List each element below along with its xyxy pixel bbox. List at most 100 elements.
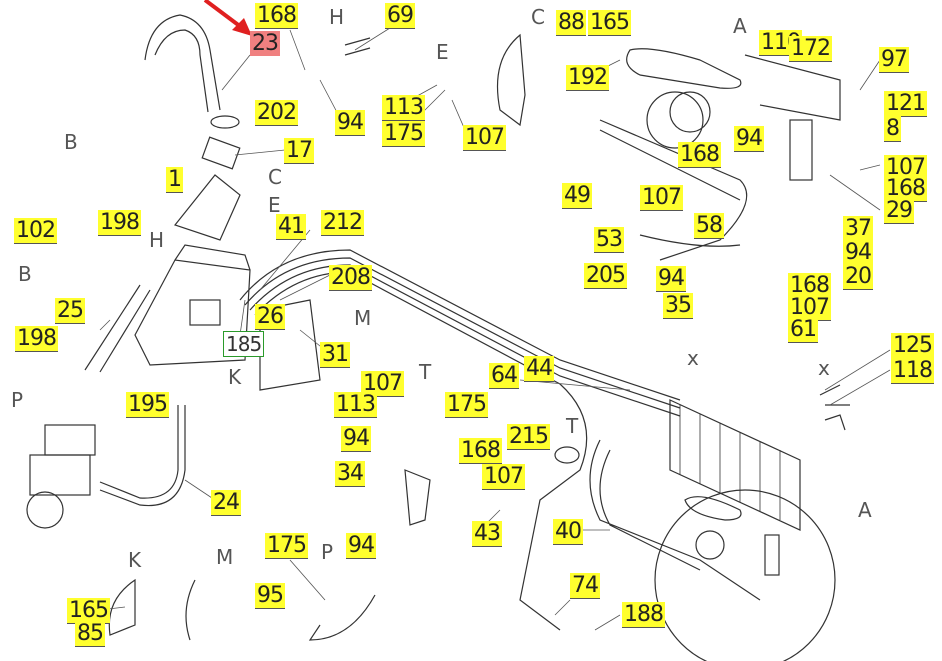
part-label[interactable]: 61 <box>788 317 818 343</box>
part-label[interactable]: 165 <box>588 10 631 36</box>
part-label[interactable]: 107 <box>640 185 683 211</box>
part-label[interactable]: 85 <box>75 621 105 647</box>
part-label[interactable]: 69 <box>385 3 415 29</box>
tie-125 <box>819 384 850 406</box>
bracket-M <box>185 579 196 641</box>
view-letter: M <box>354 306 372 330</box>
part-label[interactable]: 212 <box>321 210 364 236</box>
part-label[interactable]: 88 <box>556 10 586 36</box>
part-label[interactable]: 53 <box>594 227 624 253</box>
part-label[interactable]: 113 <box>334 392 377 418</box>
hose-69 <box>344 37 371 56</box>
part-label[interactable]: 168 <box>459 438 502 464</box>
hose-23 <box>144 14 221 113</box>
part-label[interactable]: 25 <box>55 298 85 324</box>
part-label-selected[interactable]: 185 <box>223 331 265 357</box>
heater-1 <box>173 174 241 241</box>
view-letter: K <box>128 548 142 572</box>
part-label[interactable]: 198 <box>98 210 141 236</box>
part-label[interactable]: 26 <box>255 304 285 330</box>
part-label[interactable]: 168 <box>255 3 298 29</box>
gasket-17 <box>201 136 241 170</box>
view-letter: C <box>268 165 282 189</box>
part-label[interactable]: 208 <box>329 265 372 291</box>
compressor-lower <box>695 530 725 560</box>
part-label[interactable]: 121 <box>884 91 927 117</box>
part-label[interactable]: 94 <box>656 266 686 292</box>
view-letter: M <box>216 545 234 569</box>
clamp-202 <box>210 115 240 129</box>
part-label[interactable]: 97 <box>879 47 909 73</box>
pipe-bundle <box>239 249 681 631</box>
part-label[interactable]: 37 <box>843 216 873 242</box>
part-label[interactable]: 49 <box>562 183 592 209</box>
part-label[interactable]: 102 <box>14 218 57 244</box>
part-label[interactable]: 1 <box>166 167 183 193</box>
view-letter: H <box>329 5 345 29</box>
part-label[interactable]: 175 <box>265 533 308 559</box>
part-label[interactable]: 125 <box>891 333 934 359</box>
part-label[interactable]: 198 <box>15 326 58 352</box>
part-label[interactable]: 58 <box>694 213 724 239</box>
part-label[interactable]: 107 <box>463 125 506 151</box>
part-label[interactable]: 29 <box>884 198 914 224</box>
part-label[interactable]: 94 <box>734 126 764 152</box>
part-label-highlighted[interactable]: 23 <box>250 31 280 56</box>
hose-25 <box>84 284 151 373</box>
receiver-dryer-top <box>789 119 813 181</box>
part-label[interactable]: 113 <box>382 95 425 121</box>
heater-unit <box>134 244 251 366</box>
condenser-fins <box>679 405 781 520</box>
view-letter: T <box>566 414 579 438</box>
view-letter: x <box>687 346 699 370</box>
part-label[interactable]: 107 <box>482 464 525 490</box>
part-label[interactable]: 44 <box>524 356 554 382</box>
part-label[interactable]: 94 <box>335 110 365 136</box>
condenser-x <box>669 399 801 531</box>
view-letter: P <box>321 540 334 564</box>
part-label[interactable]: 74 <box>570 573 600 599</box>
view-letter: x <box>818 356 830 380</box>
part-label[interactable]: 20 <box>843 264 873 290</box>
view-letter: E <box>268 193 281 217</box>
bracket-P <box>308 594 376 641</box>
part-label[interactable]: 205 <box>584 263 627 289</box>
part-label[interactable]: 118 <box>891 358 934 384</box>
part-label[interactable]: 31 <box>320 342 350 368</box>
part-label[interactable]: 195 <box>126 392 169 418</box>
blower-P <box>26 424 96 529</box>
view-letter: C <box>531 5 545 29</box>
part-label[interactable]: 17 <box>284 138 314 164</box>
dryer-lower <box>764 534 780 576</box>
part-label[interactable]: 35 <box>663 293 693 319</box>
part-label[interactable]: 41 <box>276 214 306 240</box>
part-label[interactable]: 168 <box>678 142 721 168</box>
pipe-lower <box>589 439 761 601</box>
part-label[interactable]: 192 <box>566 65 609 91</box>
belt-lower <box>684 496 742 521</box>
part-label[interactable]: 8 <box>884 116 901 142</box>
part-label[interactable]: 188 <box>622 602 665 628</box>
detail-circle-A <box>654 489 836 661</box>
part-label[interactable]: 43 <box>472 521 502 547</box>
view-letter: A <box>858 498 872 522</box>
part-label[interactable]: 202 <box>255 100 298 126</box>
part-label[interactable]: 172 <box>789 36 832 62</box>
view-letter: A <box>733 14 747 38</box>
bracket-118 <box>824 414 846 431</box>
part-label[interactable]: 24 <box>211 490 241 516</box>
part-label[interactable]: 34 <box>335 461 365 487</box>
part-label[interactable]: 94 <box>341 426 371 452</box>
part-label[interactable]: 95 <box>255 583 285 609</box>
part-label[interactable]: 94 <box>843 240 873 266</box>
part-label[interactable]: 175 <box>382 121 425 147</box>
part-label[interactable]: 94 <box>346 533 376 559</box>
part-label[interactable]: 64 <box>489 363 519 389</box>
part-label[interactable]: 215 <box>507 424 550 450</box>
part-label[interactable]: 40 <box>553 519 583 545</box>
part-label[interactable]: 175 <box>445 392 488 418</box>
part-label[interactable]: 107 <box>361 371 404 397</box>
red-arrow <box>203 0 252 36</box>
